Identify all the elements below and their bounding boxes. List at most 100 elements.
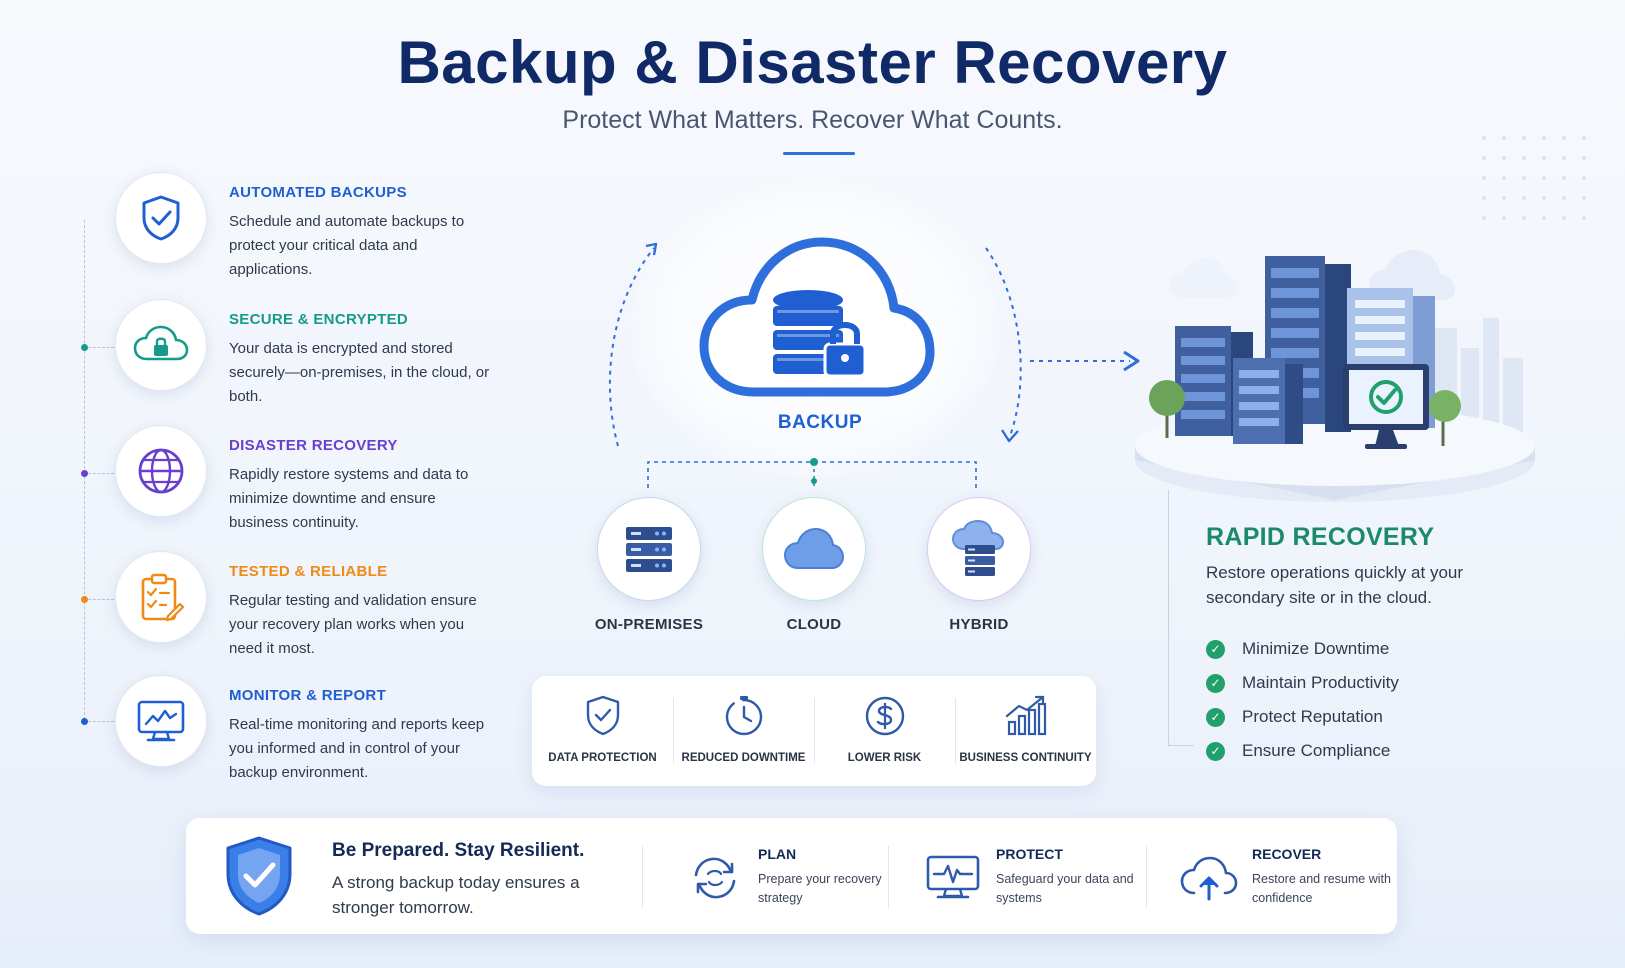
benefit-divider [673,698,674,764]
step-title: PLAN [758,846,797,862]
feature-secure-encrypted: SECURE & ENCRYPTED Your data is encrypte… [115,299,495,409]
globe-icon [138,448,184,494]
feature-description: Regular testing and validation ensure yo… [229,592,477,657]
benefit-reduced-downtime: REDUCED DOWNTIME [673,676,814,786]
feature-icon-circle [115,675,207,767]
feature-title: TESTED & RELIABLE [229,563,388,580]
feature-title: DISASTER RECOVERY [229,437,398,454]
banner-description: A strong backup today ensures a stronger… [332,873,580,917]
banner-divider [642,846,643,908]
list-item: ✓ Protect Reputation [1206,700,1399,734]
timeline-connector [88,473,114,474]
feature-icon-circle [115,425,207,517]
step-description: Safeguard your data and systems [996,872,1134,905]
feature-description: Real-time monitoring and reports keep yo… [229,716,485,781]
step-description: Restore and resume with confidence [1252,872,1391,905]
node-label: ON-PREMISES [594,616,704,633]
hub-label: BACKUP [777,412,863,433]
stopwatch-icon [725,696,762,736]
feature-automated-backups: AUTOMATED BACKUPS Schedule and automate … [115,172,495,282]
feature-icon-circle [115,299,207,391]
recovery-item-label: Minimize Downtime [1242,639,1390,658]
benefits-card: DATA PROTECTION REDUCED DOWNTIME LOWER R… [532,676,1096,786]
feature-title: AUTOMATED BACKUPS [229,184,407,201]
step-plan: PLAN Prepare your recovery strategy [682,818,922,934]
resilience-banner: Be Prepared. Stay Resilient. A strong ba… [186,818,1397,934]
title-divider [783,152,855,155]
dollar-coin-icon [865,696,904,736]
feature-title: MONITOR & REPORT [229,687,387,704]
growth-chart-icon [1005,695,1046,736]
step-title: RECOVER [1252,846,1322,862]
benefit-label: BUSINESS CONTINUITY [959,752,1092,764]
cloud-lock-icon [133,325,189,361]
feature-disaster-recovery: DISASTER RECOVERY Rapidly restore system… [115,425,495,535]
benefit-label: LOWER RISK [847,752,922,764]
feature-monitor-report: MONITOR & REPORT Real-time monitoring an… [115,675,495,785]
benefit-divider [814,698,815,764]
benefit-divider [955,698,956,764]
node-label: HYBRID [949,616,1009,633]
recovery-list: ✓ Minimize Downtime ✓ Maintain Productiv… [1206,632,1399,768]
check-circle-icon: ✓ [1206,707,1225,727]
feature-description: Rapidly restore systems and data to mini… [229,466,469,531]
clipboard-check-icon [141,573,184,622]
node-label: CLOUD [786,616,842,633]
benefit-lower-risk: LOWER RISK [814,676,955,786]
check-circle-icon: ✓ [1206,741,1225,761]
page-subtitle: Protect What Matters. Recover What Count… [562,106,1063,134]
node-on-premises [597,497,701,601]
step-recover: RECOVER Restore and resume with confiden… [1176,818,1416,934]
list-item: ✓ Maintain Productivity [1206,666,1399,700]
refresh-cycle-icon [694,857,736,899]
backup-cloud-icon [699,237,935,397]
shield-check-icon [142,195,180,241]
node-hybrid [927,497,1031,601]
banner-divider [888,846,889,908]
cycle-arrows [609,242,1022,447]
server-rack-icon [626,527,672,572]
shield-badge-icon [226,836,292,916]
feature-tested-reliable: TESTED & RELIABLE Regular testing and va… [115,551,495,661]
step-description: Prepare your recovery strategy [758,872,882,905]
page-title: Backup & Disaster Recovery [397,29,1228,96]
hybrid-cloud-server-icon [951,519,1005,576]
check-circle-icon: ✓ [1206,639,1225,659]
timeline-dot [81,470,88,477]
node-connectors [647,458,977,488]
monitor-pulse-icon [926,855,980,899]
feature-description: Schedule and automate backups to protect… [229,213,465,278]
benefit-label: REDUCED DOWNTIME [681,752,806,764]
timeline-connector [88,347,114,348]
recovery-bracket [1168,490,1194,746]
recovery-description: Restore operations quickly at your secon… [1206,563,1464,607]
timeline-dot [81,718,88,725]
timeline-dot [81,596,88,603]
cloud-icon [783,527,845,569]
feature-description: Your data is encrypted and stored secure… [229,340,490,405]
shield-check-icon [586,695,619,736]
feature-icon-circle [115,551,207,643]
timeline-connector [88,721,114,722]
check-circle-icon: ✓ [1206,673,1225,693]
datacenter-illustration [1135,250,1535,502]
dot-grid-decoration [1482,136,1586,220]
recovery-item-label: Ensure Compliance [1242,741,1391,760]
node-cloud [762,497,866,601]
list-item: ✓ Minimize Downtime [1206,632,1399,666]
recovery-item-label: Maintain Productivity [1242,673,1399,692]
feature-title: SECURE & ENCRYPTED [229,311,409,328]
banner-title: Be Prepared. Stay Resilient. [332,840,585,861]
step-title: PROTECT [996,846,1063,862]
recovery-item-label: Protect Reputation [1242,707,1383,726]
benefit-business-continuity: BUSINESS CONTINUITY [955,676,1096,786]
banner-divider [1146,846,1147,908]
cloud-upload-icon [1180,856,1238,901]
benefit-data-protection: DATA PROTECTION [532,676,673,786]
benefit-label: DATA PROTECTION [548,752,657,764]
recovery-title: RAPID RECOVERY [1206,523,1435,551]
feature-icon-circle [115,172,207,264]
recovery-arrow [1030,350,1140,372]
step-protect: PROTECT Safeguard your data and systems [920,818,1160,934]
timeline-connector [88,599,114,600]
